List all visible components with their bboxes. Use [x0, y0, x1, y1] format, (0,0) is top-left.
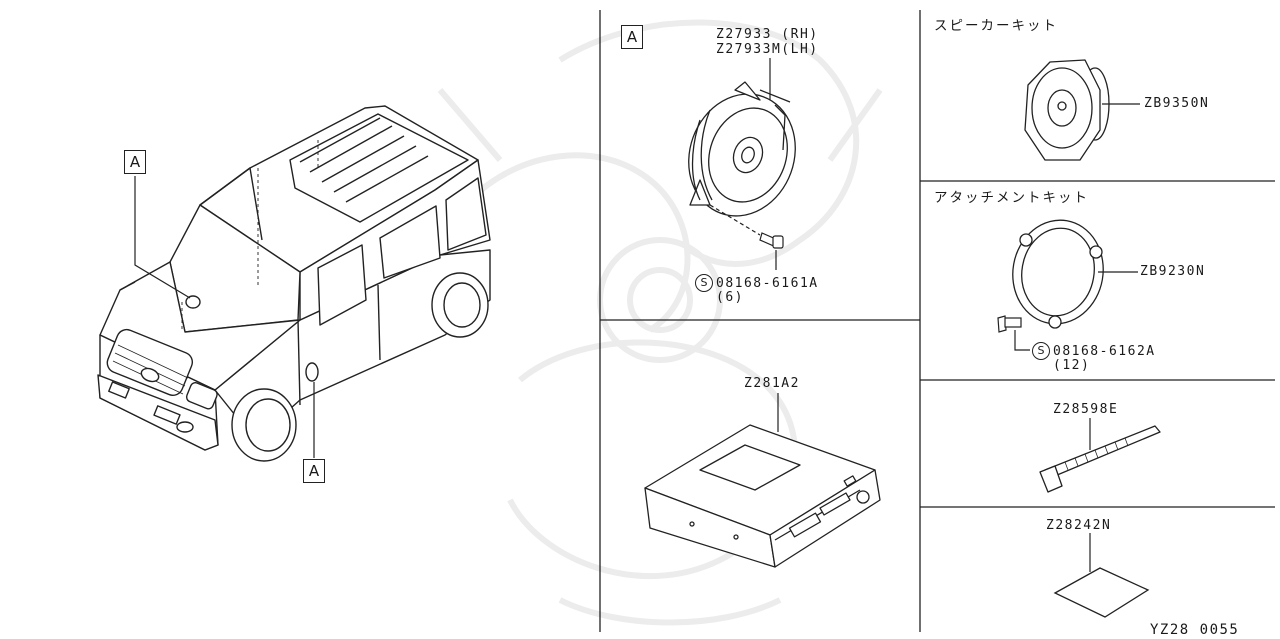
callout-a-top: A: [124, 150, 146, 174]
speaker-part-rh: Z27933 (RH): [716, 27, 819, 42]
speaker-part-lh: Z27933M(LH): [716, 42, 819, 57]
pad-illustration: [1053, 567, 1150, 618]
attachment-screw-s-symbol: S: [1032, 342, 1050, 360]
callout-a-bottom: A: [303, 459, 325, 483]
attachment-screw: [997, 315, 1022, 333]
pad-part-number: Z28242N: [1046, 518, 1112, 533]
speaker-screw: [709, 204, 784, 249]
head-unit-part-number: Z281A2: [744, 376, 800, 391]
attachment-screw-quantity: (12): [1053, 358, 1091, 373]
screw-part-number: 08168-6161A: [716, 276, 819, 291]
vehicle-leaders: [134, 176, 315, 458]
panel-a-leaders: [769, 58, 777, 270]
attachment-screw-part-number: 08168-6162A: [1053, 344, 1156, 359]
panel-dividers: [599, 10, 1275, 632]
cable-tie-part-number: Z28598E: [1053, 402, 1119, 417]
cable-tie-illustration: [1039, 425, 1161, 493]
attachment-ring-illustration: [1012, 219, 1104, 329]
speaker-kit-part-number: ZB9350N: [1144, 96, 1210, 111]
attachment-leaders: [1014, 271, 1138, 351]
diagram-code: YZ28 0055: [1150, 622, 1240, 638]
speaker-kit-illustration: [1024, 59, 1110, 161]
speaker-kit-title: スピーカーキット: [934, 18, 1058, 34]
screw-quantity: (6): [716, 290, 744, 305]
screw-s-symbol: S: [695, 274, 713, 292]
head-unit-illustration: [644, 424, 881, 568]
door-speaker-illustration: [688, 81, 796, 217]
vehicle-illustration: [97, 105, 491, 462]
attachment-kit-title: アタッチメントキット: [934, 190, 1089, 206]
attachment-kit-part-number: ZB9230N: [1140, 264, 1206, 279]
panel-a-tag: A: [621, 25, 643, 49]
